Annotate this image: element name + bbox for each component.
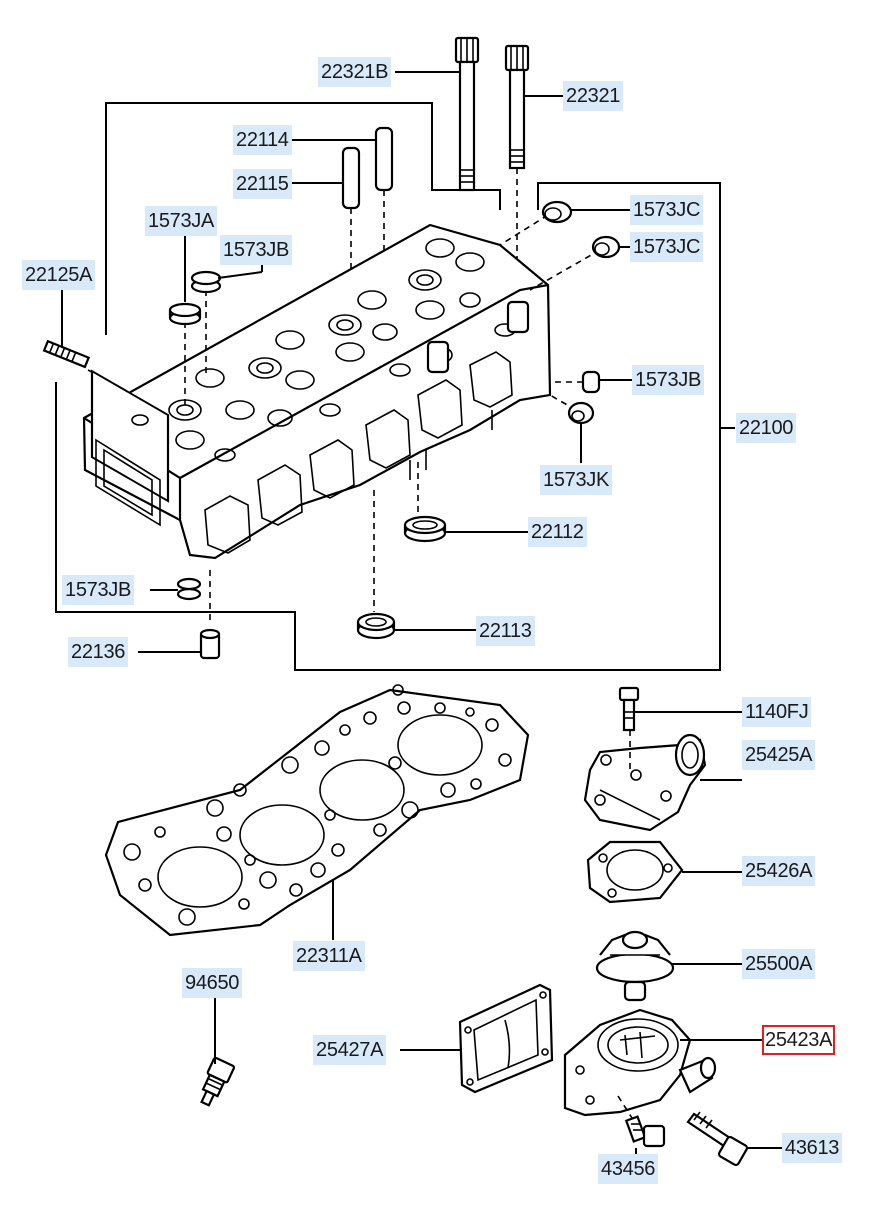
- cylinder-head-22100: [82, 223, 552, 560]
- water-outlet-25425A: [583, 733, 707, 832]
- part-label-43456[interactable]: 43456: [598, 1154, 659, 1184]
- gasket-25426A: [586, 840, 684, 904]
- group-bracket-top-left: [105, 102, 501, 335]
- part-label-94650[interactable]: 94650: [182, 968, 243, 998]
- part-label-43613[interactable]: 43613: [782, 1133, 843, 1163]
- plug-1573JC-1: [541, 200, 573, 224]
- part-label-22311A[interactable]: 22311A: [293, 941, 365, 971]
- group-bracket-22100: [55, 182, 721, 671]
- part-label-22115[interactable]: 22115: [233, 169, 292, 199]
- part-label-22125A[interactable]: 22125A: [22, 260, 96, 290]
- dowel-22136: [199, 628, 221, 660]
- thermostat-25500A: [595, 930, 675, 1002]
- seal-22113: [356, 612, 396, 640]
- plug-1573JB-top: [190, 270, 222, 294]
- part-label-22136[interactable]: 22136: [68, 637, 129, 667]
- part-label-1573JC-1[interactable]: 1573JC: [630, 195, 704, 225]
- part-label-25426A[interactable]: 25426A: [742, 856, 816, 886]
- part-label-25427A[interactable]: 25427A: [313, 1035, 387, 1065]
- part-label-25423A[interactable]: 25423A: [762, 1025, 836, 1055]
- plug-1573JB-right: [581, 370, 601, 394]
- part-label-25500A[interactable]: 25500A: [742, 949, 816, 979]
- head-bolt-22321: [504, 44, 530, 170]
- part-label-22113[interactable]: 22113: [476, 616, 535, 646]
- bolt-43456: [624, 1115, 666, 1148]
- part-label-1573JA[interactable]: 1573JA: [145, 206, 218, 236]
- valve-guide-22115: [341, 146, 361, 210]
- part-label-1573JB-left[interactable]: 1573JB: [62, 575, 135, 605]
- part-label-25425A[interactable]: 25425A: [742, 740, 816, 770]
- part-label-1140FJ[interactable]: 1140FJ: [742, 697, 812, 727]
- plug-1573JC-2: [591, 235, 621, 259]
- part-label-1573JC-2[interactable]: 1573JC: [630, 232, 704, 262]
- temp-sender-94650: [200, 1056, 236, 1107]
- head-gasket-22311A: [104, 684, 530, 937]
- head-bolt-22321B: [454, 36, 480, 192]
- part-label-22321B[interactable]: 22321B: [318, 57, 392, 87]
- part-label-22321[interactable]: 22321: [563, 81, 624, 111]
- stud-22125A: [42, 339, 91, 369]
- plug-1573JK: [567, 401, 595, 425]
- part-label-22112[interactable]: 22112: [528, 517, 587, 547]
- bolt-43613: [686, 1111, 749, 1167]
- seal-22112: [403, 515, 447, 543]
- part-label-22114[interactable]: 22114: [233, 125, 292, 155]
- part-label-1573JK[interactable]: 1573JK: [540, 465, 613, 495]
- part-label-1573JB-right[interactable]: 1573JB: [632, 365, 705, 395]
- gasket-25427A: [458, 983, 554, 1094]
- bolt-1140FJ: [618, 686, 640, 732]
- plug-1573JB-left: [176, 577, 202, 601]
- valve-guide-22114: [374, 126, 394, 192]
- part-label-22100[interactable]: 22100: [736, 413, 797, 443]
- thermostat-housing-25423A: [563, 1008, 717, 1117]
- part-label-1573JB-top[interactable]: 1573JB: [220, 235, 293, 265]
- plug-1573JA: [168, 302, 202, 326]
